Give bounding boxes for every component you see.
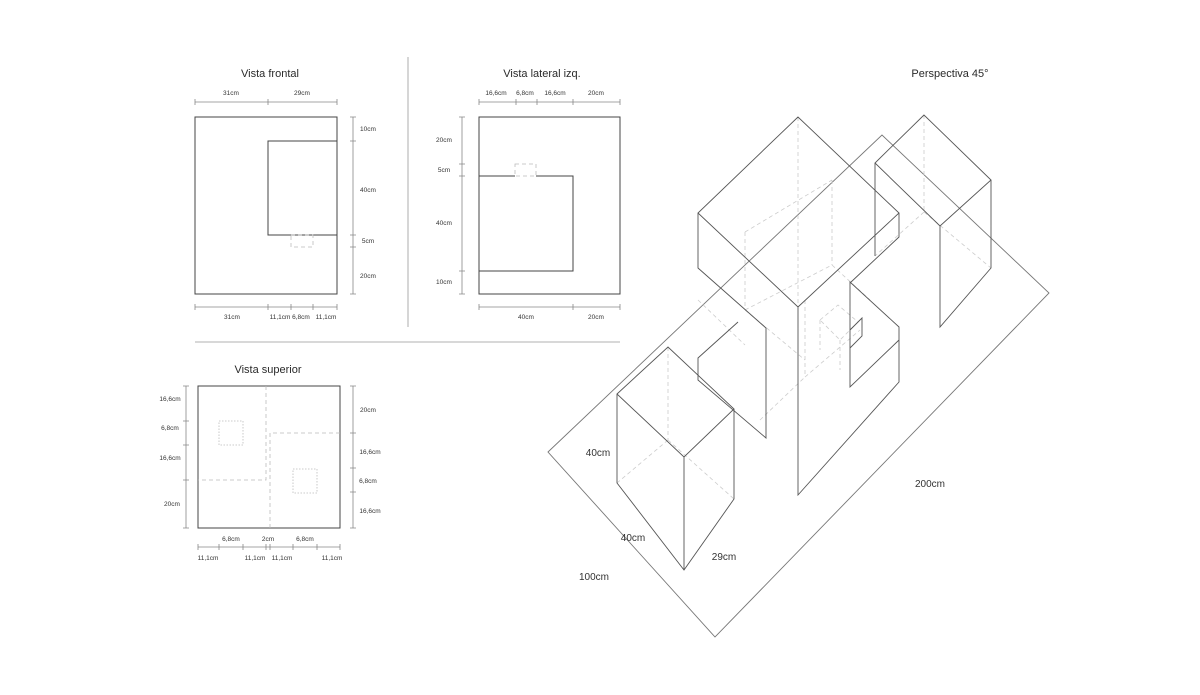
svg-text:10cm: 10cm [436,279,452,286]
top-hidden-hole-1 [218,420,244,446]
svg-text:16,6cm: 16,6cm [359,449,380,456]
top-view-title: Vista superior [234,364,301,376]
svg-text:11,1cm: 11,1cm [316,314,337,321]
front-view: Vista frontal 31cm 29cm 10cm 40cm 5cm 20… [194,68,376,321]
side-top-dimension: 16,6cm 6,8cm 16,6cm 20cm [478,90,621,105]
top-hidden-block-2 [269,432,340,528]
svg-text:16,6cm: 16,6cm [485,90,506,97]
front-top-dimension: 31cm 29cm [194,90,338,105]
base-length-label: 200cm [915,479,945,490]
svg-text:20cm: 20cm [436,137,452,144]
side-outline [478,116,621,295]
svg-text:16,6cm: 16,6cm [159,396,180,403]
svg-text:29cm: 29cm [294,90,310,97]
side-view-title: Vista lateral izq. [503,68,580,80]
base-plate [547,134,1050,638]
tall-box [874,114,992,329]
top-hidden-block-1 [198,386,267,481]
side-bottom-dimension: 40cm 20cm [478,304,621,321]
svg-text:40cm: 40cm [360,187,376,194]
width-label: 29cm [712,552,736,563]
depth-label: 40cm [621,533,645,544]
side-hidden-hole [514,163,537,177]
height-label: 40cm [586,448,610,459]
svg-text:16,6cm: 16,6cm [359,508,380,515]
top-hidden-hole-2 [292,468,318,494]
svg-text:20cm: 20cm [588,314,604,321]
svg-text:11,1cm: 11,1cm [245,555,266,562]
svg-text:6,8cm: 6,8cm [296,536,314,543]
svg-text:6,8cm: 6,8cm [292,314,310,321]
hidden-edges [616,115,992,500]
svg-text:6,8cm: 6,8cm [161,425,179,432]
svg-text:20cm: 20cm [360,273,376,280]
top-outline [197,385,341,529]
svg-text:11,1cm: 11,1cm [272,555,293,562]
side-left-dimension: 20cm 5cm 40cm 10cm [436,116,465,295]
perspective-title: Perspectiva 45° [911,68,988,80]
svg-text:6,8cm: 6,8cm [516,90,534,97]
svg-text:20cm: 20cm [164,501,180,508]
front-bottom-dimension: 31cm 11,1cm 6,8cm 11,1cm [194,304,338,321]
front-cutout [267,140,337,236]
svg-text:40cm: 40cm [436,220,452,227]
svg-text:6,8cm: 6,8cm [222,536,240,543]
base-width-label: 100cm [579,572,609,583]
front-right-dimension: 10cm 40cm 5cm 20cm [350,116,376,295]
top-view: Vista superior 16,6cm 6,8cm 16,6cm 20cm … [159,364,380,562]
svg-text:11,1cm: 11,1cm [322,555,343,562]
svg-text:5cm: 5cm [438,167,450,174]
central-block [697,116,900,497]
svg-text:11,1cm: 11,1cm [270,314,291,321]
front-outline [194,116,338,295]
small-box [616,346,735,571]
perspective-view: Perspectiva 45° 40cm 40cm 29cm 100cm 200… [547,68,1050,638]
svg-text:31cm: 31cm [224,314,240,321]
svg-text:16,6cm: 16,6cm [159,455,180,462]
left-side-view: Vista lateral izq. 16,6cm 6,8cm 16,6cm 2… [436,68,621,321]
svg-text:16,6cm: 16,6cm [544,90,565,97]
svg-text:40cm: 40cm [518,314,534,321]
front-hidden-hole [290,234,314,248]
svg-text:11,1cm: 11,1cm [198,555,219,562]
svg-text:31cm: 31cm [223,90,239,97]
top-right-dimension: 20cm 16,6cm 6,8cm 16,6cm [350,385,381,529]
svg-text:20cm: 20cm [360,407,376,414]
svg-text:10cm: 10cm [360,126,376,133]
svg-text:20cm: 20cm [588,90,604,97]
side-cutout [479,175,574,272]
top-bottom-dimension: 6,8cm 2cm 6,8cm 11,1cm 11,1cm 11,1cm 11,… [198,536,343,562]
top-left-dimension: 16,6cm 6,8cm 16,6cm 20cm [159,385,189,529]
svg-text:6,8cm: 6,8cm [359,478,377,485]
svg-text:5cm: 5cm [362,238,374,245]
front-view-title: Vista frontal [241,68,299,80]
svg-text:2cm: 2cm [262,536,274,543]
